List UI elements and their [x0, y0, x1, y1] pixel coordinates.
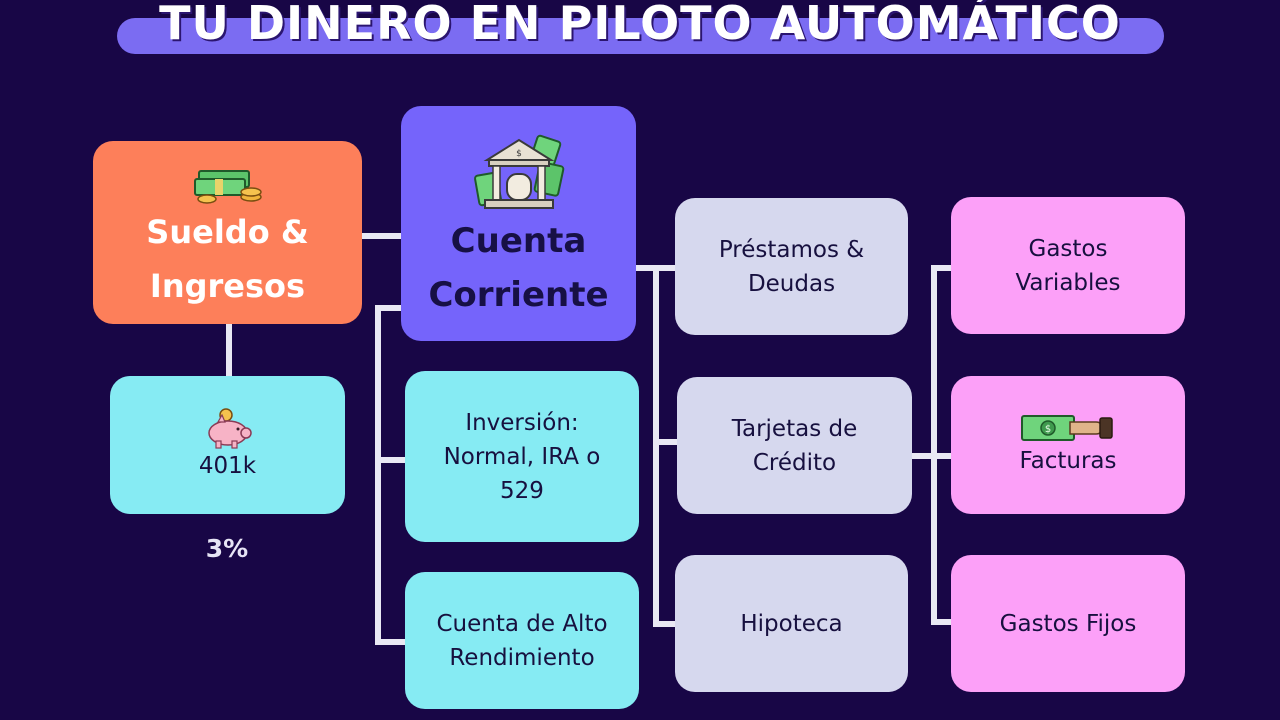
- page-title: TU DINERO EN PILOTO AUTOMÁTICO: [159, 0, 1121, 50]
- cuenta-corriente-label: Cuenta Corriente: [428, 220, 609, 315]
- node-gastos-fijos: Gastos Fijos: [951, 555, 1185, 692]
- hipoteca-label: Hipoteca: [740, 610, 843, 637]
- node-alto-rendimiento: Cuenta de Alto Rendimiento: [405, 572, 639, 709]
- node-hipoteca: Hipoteca: [675, 555, 908, 692]
- node-401k: 401k: [110, 376, 345, 514]
- title-band: [117, 18, 1164, 54]
- prestamos-label: Préstamos & Deudas: [718, 236, 865, 297]
- alto-rendimiento-label: Cuenta de Alto Rendimiento: [436, 610, 608, 671]
- sueldo-label: Sueldo & Ingresos: [146, 212, 309, 305]
- node-cuenta-corriente: $ Cuenta Corriente: [401, 106, 636, 341]
- node-prestamos-deudas: Préstamos & Deudas: [675, 198, 908, 335]
- tarjetas-label: Tarjetas de Crédito: [731, 415, 858, 476]
- k401-rate: 3%: [205, 534, 249, 563]
- k401-label: 401k: [198, 453, 257, 479]
- facturas-label: Facturas: [1019, 448, 1117, 474]
- node-gastos-variables: Gastos Variables: [951, 197, 1185, 334]
- svg-text:$: $: [1045, 424, 1051, 435]
- money-stack-icon: [193, 169, 262, 204]
- node-tarjetas-credito: Tarjetas de Crédito: [677, 377, 912, 514]
- gastos-fijos-label: Gastos Fijos: [999, 610, 1137, 637]
- bank-icon: $: [473, 134, 564, 209]
- node-inversion: Inversión: Normal, IRA o 529: [405, 371, 639, 542]
- inversion-label: Inversión: Normal, IRA o 529: [443, 409, 601, 504]
- node-facturas: $ Facturas: [951, 376, 1185, 514]
- hand-bill-icon: $: [1021, 415, 1113, 441]
- gastos-variables-label: Gastos Variables: [1015, 235, 1121, 296]
- piggy-bank-icon: [207, 408, 252, 449]
- node-sueldo-ingresos: Sueldo & Ingresos: [93, 141, 362, 324]
- svg-text:$: $: [516, 149, 522, 159]
